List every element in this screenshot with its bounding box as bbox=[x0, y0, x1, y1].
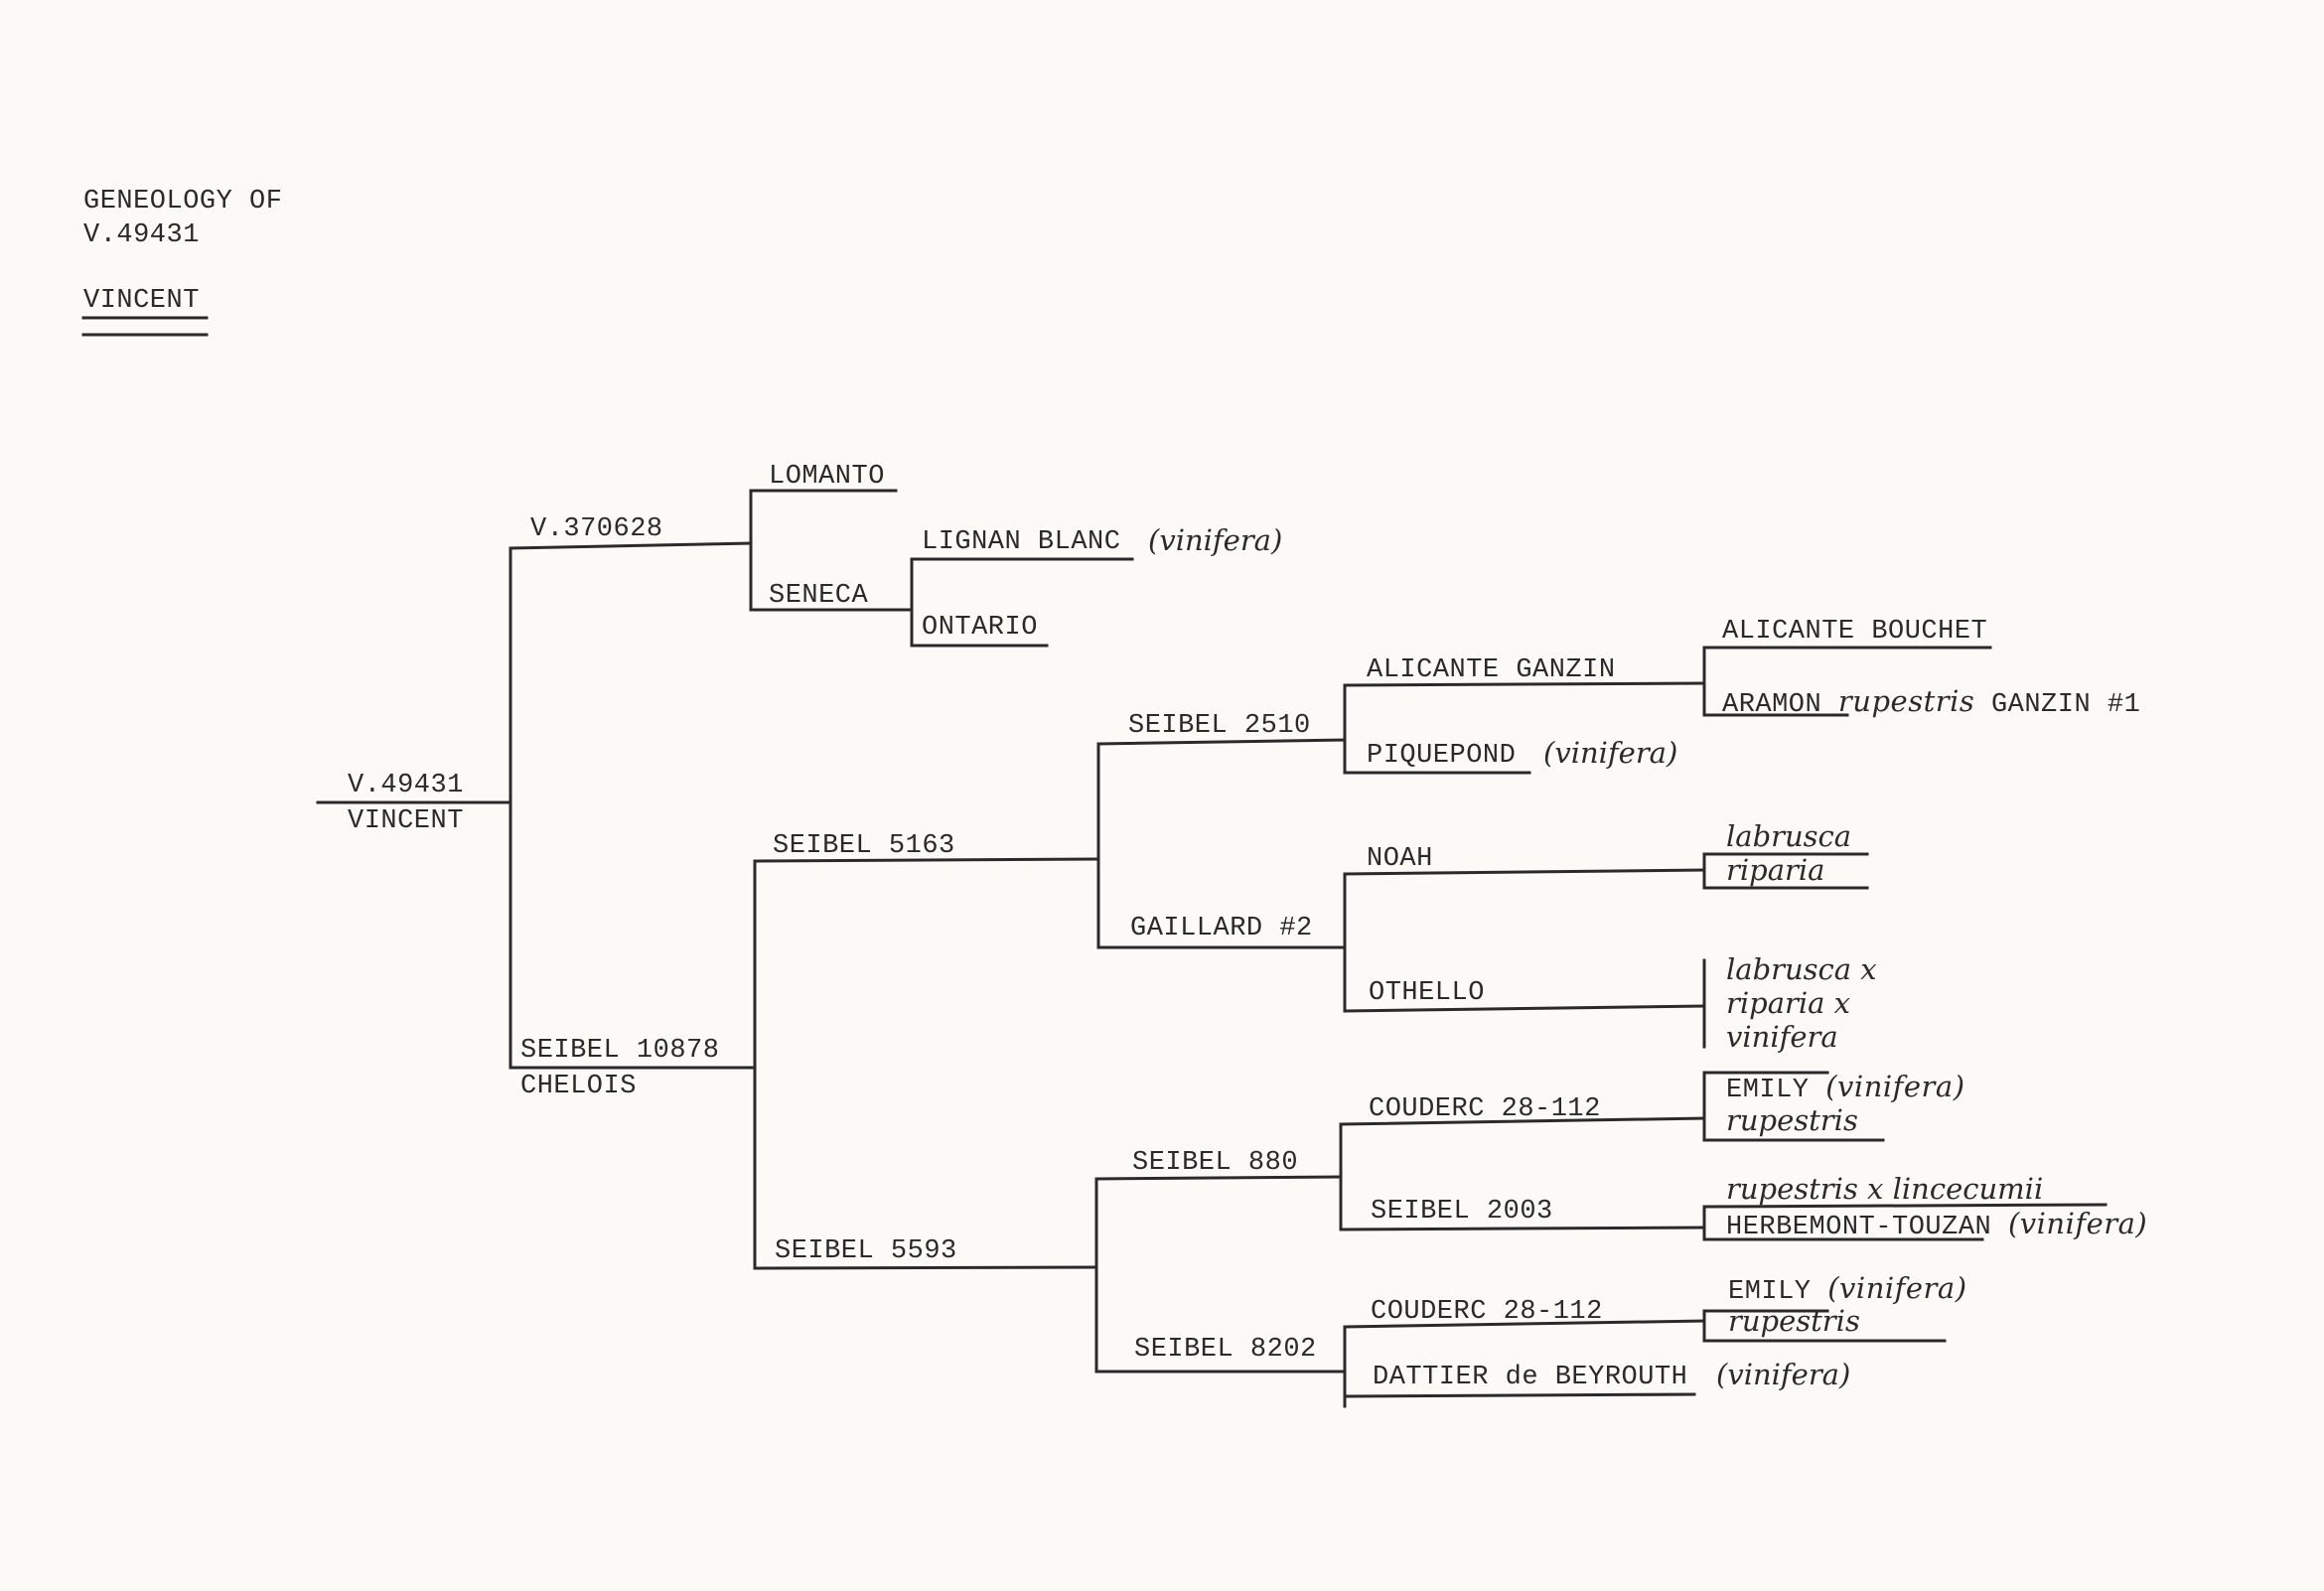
node-lomanto: LOMANTO bbox=[769, 462, 885, 492]
node-couderc-a-rupestris: rupestris bbox=[1726, 1103, 1858, 1137]
branch-v370628 bbox=[508, 541, 753, 550]
node-seibel5593: SEIBEL 5593 bbox=[775, 1236, 957, 1266]
node-v370628: V.370628 bbox=[530, 514, 663, 544]
node-aramon-species: rupestris bbox=[1837, 684, 1975, 718]
node-dattier-species: (vinifera) bbox=[1716, 1358, 1851, 1391]
node-couderc-a-emily-name: EMILY bbox=[1726, 1076, 1810, 1105]
branch-seibel880 bbox=[1094, 1175, 1343, 1181]
node-couderc-b-emily-species: (vinifera) bbox=[1827, 1271, 1967, 1305]
branch-dattier bbox=[1343, 1392, 1696, 1398]
node-noah-parent-1: labrusca bbox=[1726, 819, 1852, 853]
branch-couderc-b bbox=[1343, 1319, 1706, 1329]
branch-othello bbox=[1343, 1004, 1706, 1013]
node-seibel880: SEIBEL 880 bbox=[1132, 1148, 1299, 1178]
branch-seibel5163 bbox=[753, 857, 1100, 863]
node-seibel10878-line2: CHELOIS bbox=[520, 1072, 637, 1101]
node-couderc-b-rupestris: rupestris bbox=[1728, 1304, 1860, 1338]
node-couderc-b: COUDERC 28-112 bbox=[1371, 1297, 1603, 1327]
node-seibel2510: SEIBEL 2510 bbox=[1128, 711, 1311, 741]
node-noah: NOAH bbox=[1367, 844, 1433, 874]
branch-couderc-a bbox=[1339, 1116, 1706, 1126]
node-alicante-bouchet: ALICANTE BOUCHET bbox=[1722, 617, 1988, 647]
page-title-line1: GENEOLOGY OF bbox=[83, 187, 283, 217]
node-dattier: DATTIER de BEYROUTH bbox=[1373, 1363, 1688, 1392]
page-title-name: VINCENT bbox=[83, 286, 200, 316]
node-couderc-b-emily-name: EMILY bbox=[1728, 1277, 1812, 1307]
node-couderc-a-emily-species: (vinifera) bbox=[1825, 1070, 1965, 1103]
node-seibel2003: SEIBEL 2003 bbox=[1371, 1197, 1553, 1227]
branch-alicante-ganzin bbox=[1343, 681, 1706, 687]
node-ontario: ONTARIO bbox=[922, 613, 1038, 643]
node-seneca: SENECA bbox=[769, 581, 869, 611]
branch-seibel2510 bbox=[1096, 738, 1347, 746]
node-lignan-blanc: LIGNAN BLANC bbox=[922, 527, 1121, 557]
node-othello-parent-3: vinifera bbox=[1726, 1020, 1838, 1054]
node-seibel5163: SEIBEL 5163 bbox=[773, 831, 955, 861]
node-piquepond: PIQUEPOND bbox=[1367, 741, 1517, 771]
branch-seibel2003 bbox=[1339, 1226, 1706, 1231]
branch-noah bbox=[1343, 868, 1706, 876]
node-seibel2003-parent-1: rupestris x lincecumii bbox=[1726, 1172, 2044, 1206]
node-othello-parent-2: riparia x bbox=[1726, 986, 1850, 1020]
node-herbemont-name: HERBEMONT-TOUZAN bbox=[1726, 1213, 1992, 1242]
node-aramon-post: GANZIN #1 bbox=[1990, 690, 2141, 720]
node-noah-parent-2: riparia bbox=[1726, 853, 1825, 887]
node-root-line1: V.49431 bbox=[348, 771, 464, 800]
node-couderc-b-emily: EMILY (vinifera) bbox=[1728, 1274, 1967, 1306]
branch-rupestris-lincecumii bbox=[1702, 1203, 2107, 1209]
node-othello: OTHELLO bbox=[1369, 978, 1485, 1008]
node-lignan-species: (vinifera) bbox=[1148, 523, 1283, 557]
page-title-line2: V.49431 bbox=[83, 220, 200, 250]
node-seibel8202: SEIBEL 8202 bbox=[1134, 1335, 1317, 1365]
node-gaillard2: GAILLARD #2 bbox=[1130, 914, 1313, 943]
node-couderc-a-emily: EMILY (vinifera) bbox=[1726, 1073, 1965, 1104]
node-othello-parent-1: labrusca x bbox=[1726, 952, 1877, 986]
node-aramon: ARAMON rupestris GANZIN #1 bbox=[1722, 687, 2140, 719]
node-piquepond-species: (vinifera) bbox=[1543, 736, 1678, 770]
node-couderc-a: COUDERC 28-112 bbox=[1369, 1094, 1601, 1124]
node-aramon-pre: ARAMON bbox=[1722, 690, 1822, 720]
node-herbemont-species: (vinifera) bbox=[2007, 1207, 2148, 1240]
node-seibel10878-line1: SEIBEL 10878 bbox=[520, 1036, 720, 1066]
node-alicante-ganzin: ALICANTE GANZIN bbox=[1367, 655, 1616, 685]
branch-seibel5593 bbox=[753, 1265, 1098, 1270]
node-seibel2003-herbemont: HERBEMONT-TOUZAN (vinifera) bbox=[1726, 1210, 2147, 1241]
node-root-line2: VINCENT bbox=[348, 806, 464, 836]
